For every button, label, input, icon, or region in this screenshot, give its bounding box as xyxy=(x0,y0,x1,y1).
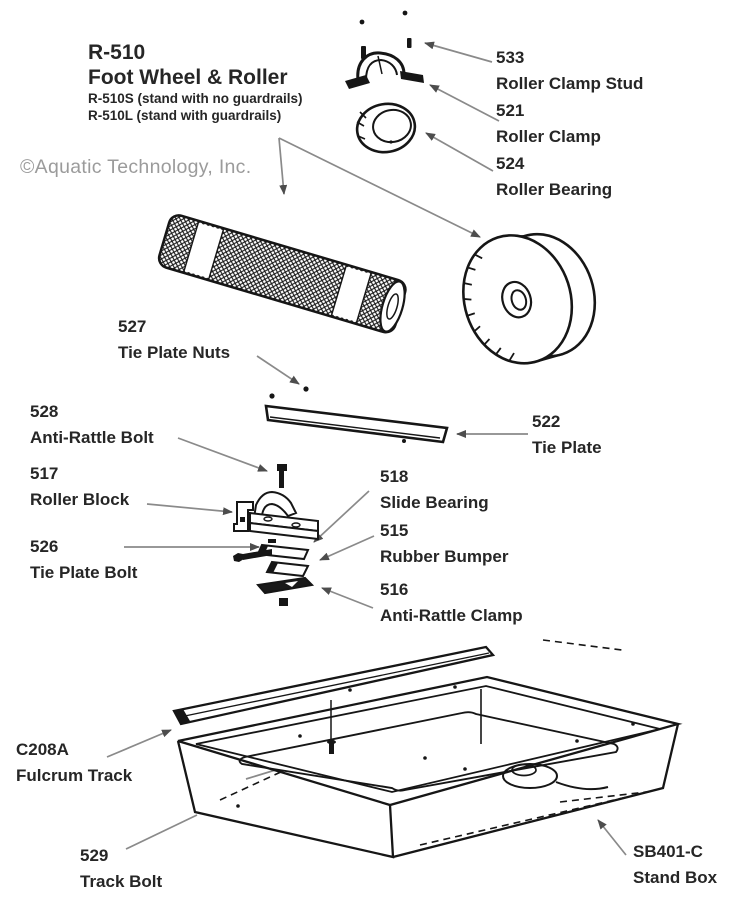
part-number: 527 xyxy=(118,317,147,336)
tie-plate-nuts-drawing xyxy=(269,386,309,399)
tie-plate-drawing xyxy=(264,404,449,444)
part-number: 533 xyxy=(496,48,525,67)
leader-arrow-roller xyxy=(278,137,288,195)
leader-arrow-521 xyxy=(429,84,500,122)
part-number: 524 xyxy=(496,154,525,173)
part-name: Tie Plate Bolt xyxy=(30,563,138,582)
part-number: 518 xyxy=(380,467,409,486)
anti-rattle-clamp-drawing xyxy=(256,576,315,606)
part-label-522: 522 Tie Plate xyxy=(532,409,602,461)
leader-arrow-528 xyxy=(177,437,268,472)
part-name: Roller Clamp xyxy=(496,127,601,146)
leader-arrow-533 xyxy=(424,41,493,63)
part-label-516: 516 Anti-Rattle Clamp xyxy=(380,577,523,629)
leader-line-529 xyxy=(125,814,198,850)
leader-arrow-wheel xyxy=(278,137,481,238)
roller-block-assembly-drawing xyxy=(233,464,319,606)
tie-plate-bolt-drawing xyxy=(233,549,272,562)
roller-clamp-drawing xyxy=(345,51,424,89)
part-label-515: 515 Rubber Bumper xyxy=(380,518,508,570)
part-name: Roller Bearing xyxy=(496,180,613,199)
leader-arrow-sb401c xyxy=(597,819,627,856)
part-name: Roller Clamp Stud xyxy=(496,74,644,93)
part-number: SB401-C xyxy=(633,842,703,861)
part-label-524: 524 Roller Bearing xyxy=(496,151,612,203)
part-name: Tie Plate Nuts xyxy=(118,343,231,362)
part-label-526: 526 Tie Plate Bolt xyxy=(30,534,137,586)
leader-arrow-516 xyxy=(321,587,374,609)
leader-arrow-518 xyxy=(313,490,370,543)
leader-arrow-527 xyxy=(256,355,300,385)
leader-arrow-524 xyxy=(425,132,494,172)
part-name: Fulcrum Track xyxy=(16,766,133,785)
watermark: ©Aquatic Technology, Inc. xyxy=(20,156,252,178)
part-number: 517 xyxy=(30,464,59,483)
part-number: 522 xyxy=(532,412,561,431)
part-number: 515 xyxy=(380,521,409,540)
part-name: Tie Plate xyxy=(532,438,602,457)
leader-arrow-517 xyxy=(146,503,233,516)
part-label-517: 517 Roller Block xyxy=(30,461,129,513)
part-label-521: 521 Roller Clamp xyxy=(496,98,601,150)
part-number: 516 xyxy=(380,580,409,599)
part-name: Anti-Rattle Bolt xyxy=(30,428,154,447)
leader-arrow-c208a xyxy=(106,729,172,758)
part-number: 529 xyxy=(80,846,109,865)
part-name: Roller Block xyxy=(30,490,130,509)
part-name: Slide Bearing xyxy=(380,493,489,512)
part-number: 521 xyxy=(496,101,525,120)
rubber-bumper-drawing xyxy=(265,560,310,578)
part-number: C208A xyxy=(16,740,69,759)
part-number: 526 xyxy=(30,537,59,556)
product-name: Foot Wheel & Roller xyxy=(88,66,288,89)
title-block: R-510 Foot Wheel & Roller R-510S (stand … xyxy=(88,40,303,124)
anti-rattle-bolt-drawing xyxy=(277,464,287,488)
variant-s: R-510S (stand with no guardrails) xyxy=(88,91,303,106)
part-number: 528 xyxy=(30,402,59,421)
part-label-533: 533 Roller Clamp Stud xyxy=(496,45,643,97)
fulcrum-track-drawing xyxy=(172,645,496,726)
roller-bearing-drawing xyxy=(355,102,417,154)
roller-clamp-stud-drawing xyxy=(359,10,412,59)
part-name: Anti-Rattle Clamp xyxy=(380,606,523,625)
model-number: R-510 xyxy=(88,41,146,64)
part-label-529: 529 Track Bolt xyxy=(80,843,162,895)
part-label-sb401c: SB401-C Stand Box xyxy=(633,839,717,891)
roller-drawing xyxy=(157,214,407,334)
stand-box-drawing xyxy=(176,639,683,859)
track-bolt-drawing xyxy=(327,700,336,754)
part-name: Rubber Bumper xyxy=(380,547,509,566)
leader-arrow-515 xyxy=(319,535,375,561)
part-label-518: 518 Slide Bearing xyxy=(380,464,489,516)
part-name: Stand Box xyxy=(633,868,718,887)
part-label-527: 527 Tie Plate Nuts xyxy=(118,314,230,366)
part-name: Track Bolt xyxy=(80,872,163,891)
variant-l: R-510L (stand with guardrails) xyxy=(88,108,282,123)
part-label-c208a: C208A Fulcrum Track xyxy=(16,737,132,789)
foot-wheel-drawing xyxy=(462,232,597,365)
part-label-528: 528 Anti-Rattle Bolt xyxy=(30,399,154,451)
